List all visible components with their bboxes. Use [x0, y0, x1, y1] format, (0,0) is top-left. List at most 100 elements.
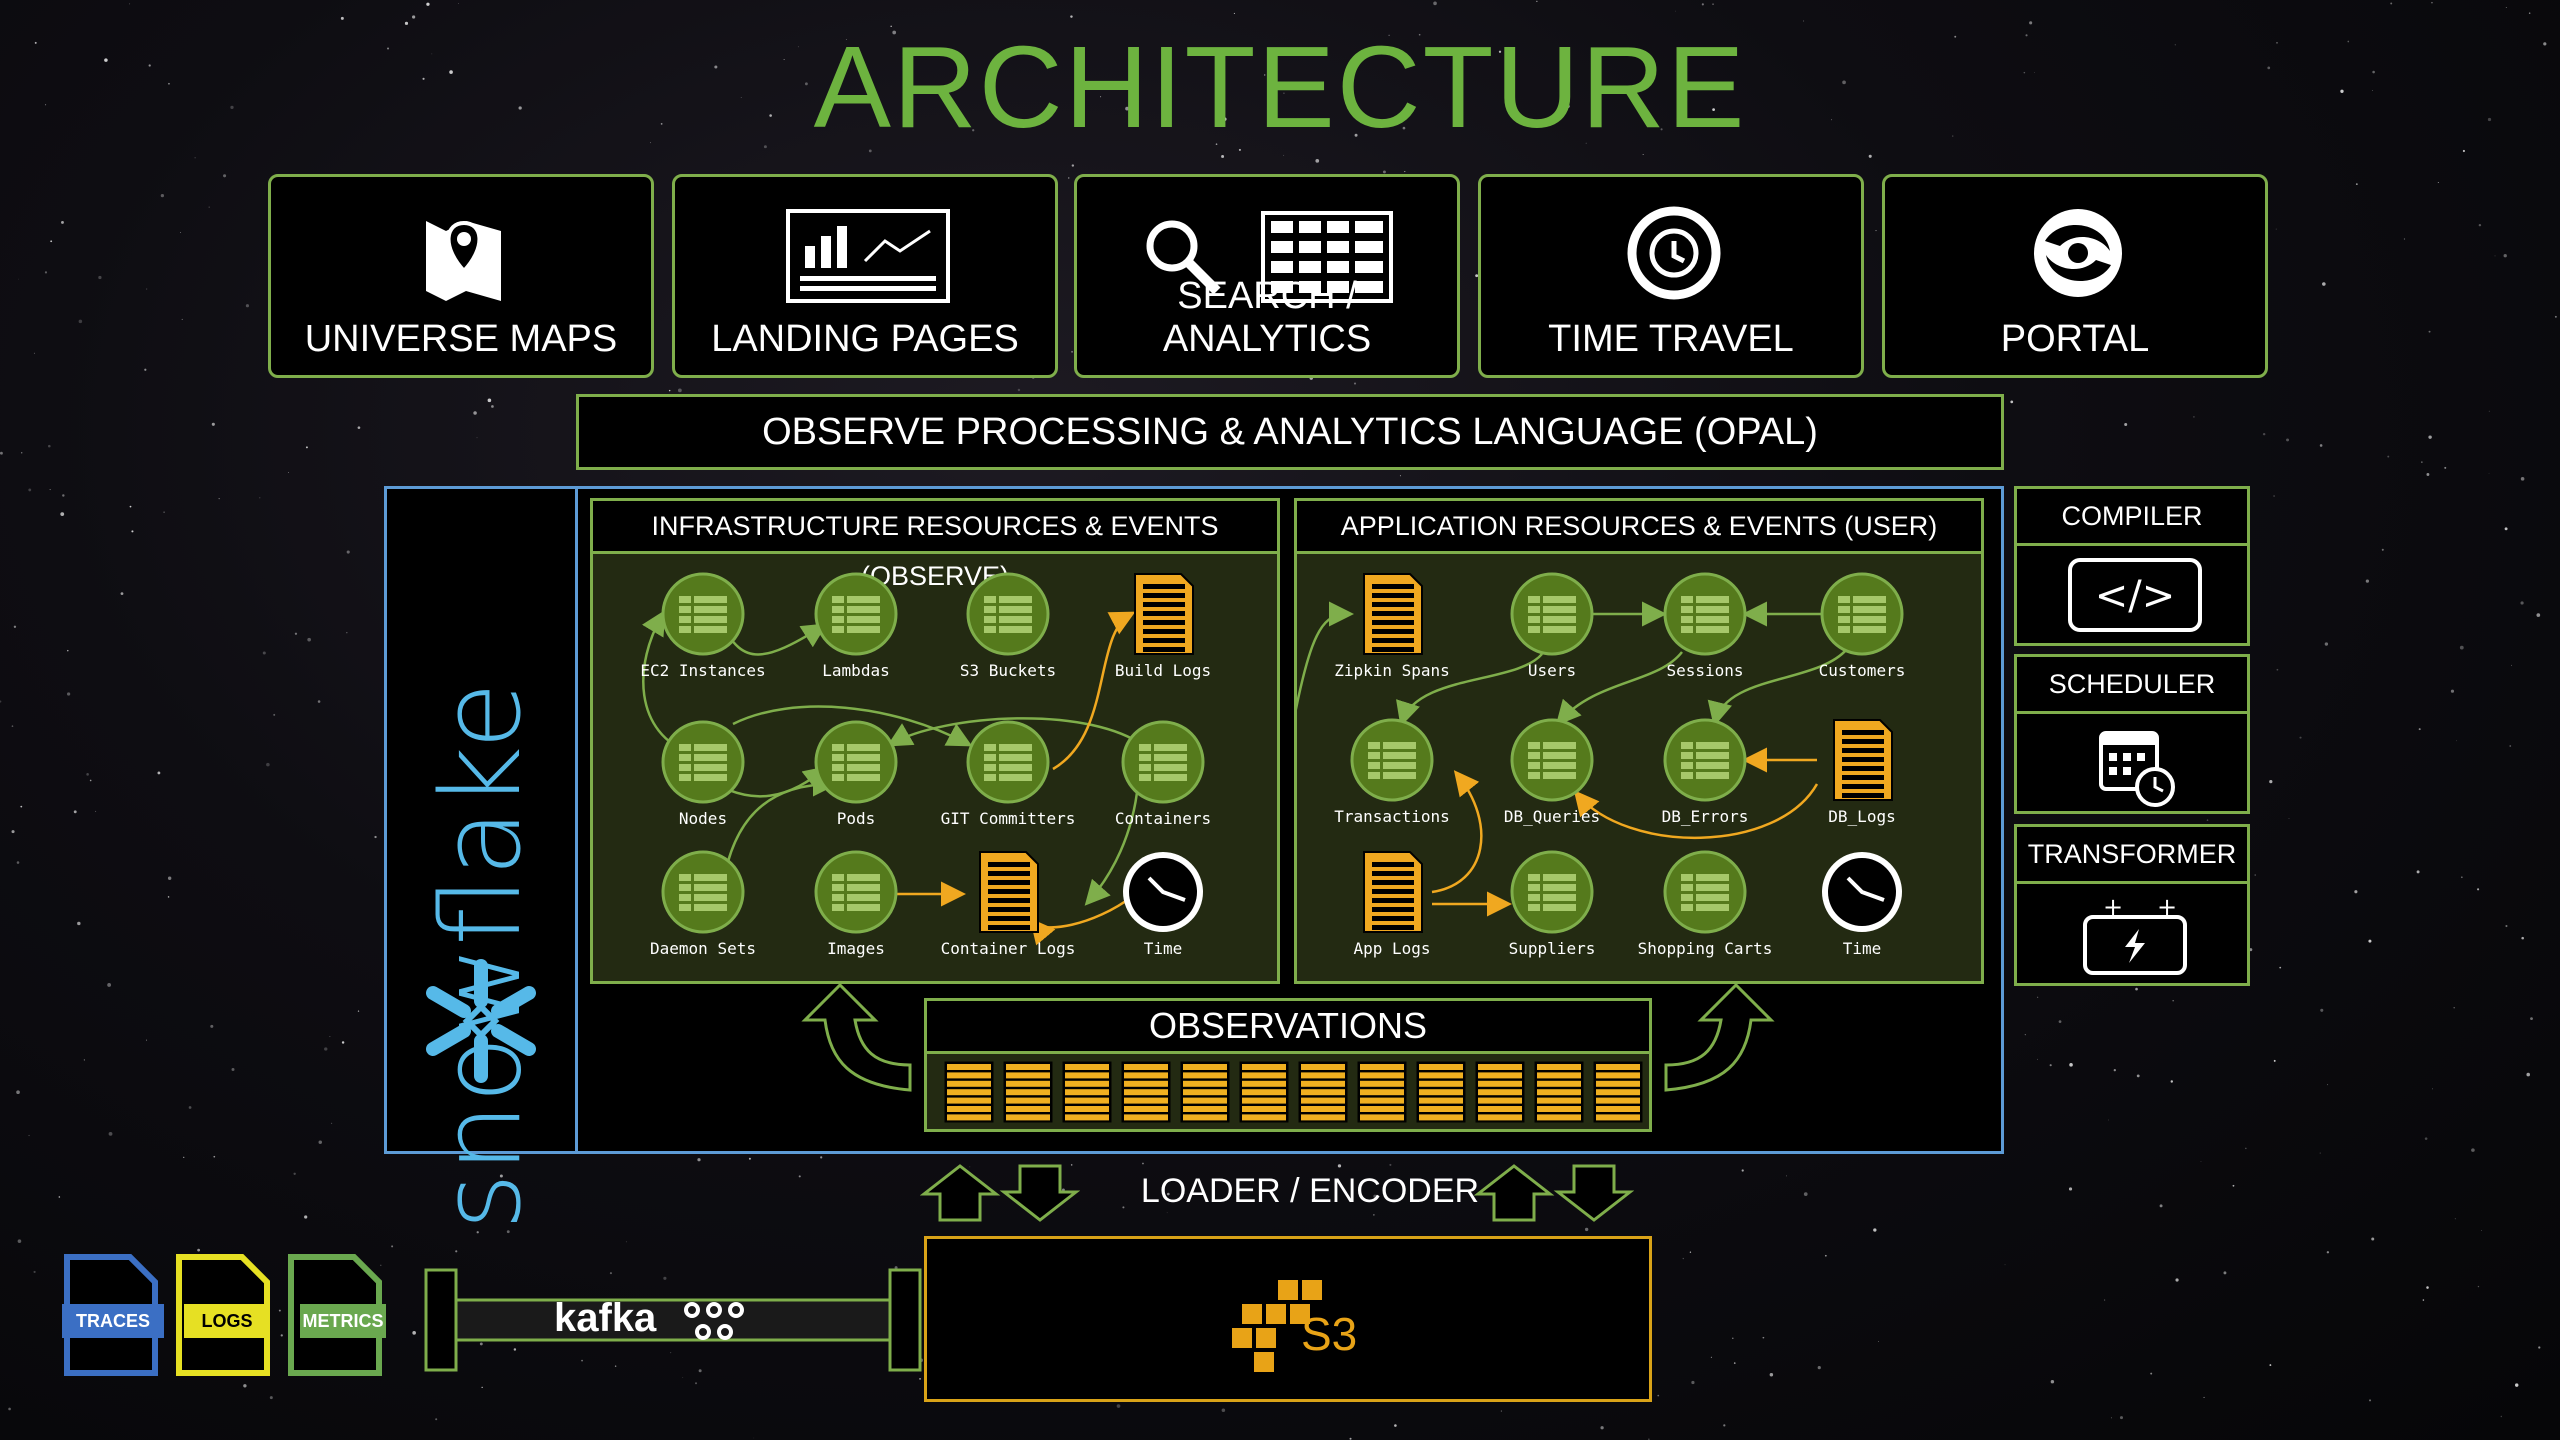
box-label: TIME TRAVEL: [1548, 318, 1794, 360]
edge-arrow: [1396, 653, 1543, 727]
scheduler-box[interactable]: SCHEDULER: [2014, 654, 2250, 814]
search-table-icon: [1146, 211, 1393, 303]
search-analytics-box[interactable]: SEARCH / ANALYTICS: [1074, 174, 1460, 378]
node-label: Nodes: [679, 809, 727, 828]
box-label: SEARCH / ANALYTICS: [1162, 275, 1372, 360]
history-clock-icon: [1627, 206, 1721, 300]
zipkin-spans-doc-icon: [1363, 573, 1423, 655]
suppliers-node: [1510, 850, 1594, 934]
db-logs-doc-icon: [1833, 719, 1893, 801]
observation-record-icon: [1298, 1061, 1348, 1123]
map-pin-icon: [426, 220, 501, 301]
node-label: Suppliers: [1509, 939, 1596, 958]
curved-arrow-left-icon: [801, 982, 912, 1092]
node-label: Daemon Sets: [650, 939, 756, 958]
transformer-label: TRANSFORMER: [2017, 827, 2247, 884]
observation-record-icon: [1003, 1061, 1053, 1123]
edge-arrow: [1573, 783, 1819, 839]
node-label: App Logs: [1353, 939, 1430, 958]
app-graph: Zipkin Spans Users Sessions CustomersTransa…: [1297, 572, 1906, 958]
box-label: PORTAL: [2000, 318, 2150, 360]
node-label: Customers: [1819, 661, 1906, 680]
time-travel-box[interactable]: TIME TRAVEL: [1478, 174, 1864, 378]
edge-arrow: [732, 705, 973, 747]
observation-record-icon: [1416, 1061, 1466, 1123]
observations-title: OBSERVATIONS: [927, 1001, 1649, 1054]
page-title: ARCHITECTURE: [813, 22, 1747, 152]
scheduler-label: SCHEDULER: [2017, 657, 2247, 714]
logs-file: LOGS: [176, 1254, 270, 1376]
node-label: DB_Logs: [1828, 807, 1895, 826]
observations-box: OBSERVATIONS: [924, 998, 1652, 1132]
app-logs-doc-icon: [1363, 851, 1423, 933]
app-panel: APPLICATION RESOURCES & EVENTS (USER) Zi…: [1294, 498, 1984, 984]
compiler-box[interactable]: COMPILER </>: [2014, 486, 2250, 646]
snowflake-icon: [426, 959, 536, 1083]
metrics-file: METRICS: [288, 1254, 386, 1376]
daemon-sets-node: [661, 850, 745, 934]
aws-s3-cubes-icon: [1230, 1278, 1324, 1374]
snowflake-sidebar: snowflake: [384, 486, 578, 1230]
node-label: Users: [1528, 661, 1576, 680]
node-label: Time: [1843, 939, 1882, 958]
observation-record-icon: [1534, 1061, 1584, 1123]
kafka-label: kafka: [554, 1296, 657, 1340]
loader-arrows-right-icon: [1474, 1164, 1634, 1222]
node-label: Containers: [1115, 809, 1211, 828]
portal-swirl-icon: [2034, 209, 2122, 297]
svg-text:+: +: [2103, 897, 2123, 921]
observation-record-icon: [1475, 1061, 1525, 1123]
observations-records: [944, 1061, 1643, 1123]
logs-label: LOGS: [184, 1304, 270, 1338]
images-node: [814, 850, 898, 934]
nodes-node: [661, 720, 745, 804]
containers-node: [1121, 720, 1205, 804]
svg-text:</>: </>: [2095, 573, 2176, 619]
container-logs-doc-icon: [979, 851, 1039, 933]
edge-arrow: [886, 717, 1149, 750]
node-label: S3 Buckets: [960, 661, 1056, 680]
edge-arrow: [1052, 611, 1136, 771]
node-label: EC2 Instances: [640, 661, 765, 680]
box-label: LANDING PAGES: [711, 318, 1019, 360]
edge-arrow: [1707, 648, 1848, 727]
node-label: GIT Committers: [941, 809, 1076, 828]
kafka-logo-icon: [684, 1302, 744, 1340]
edge-arrow: [1555, 651, 1683, 726]
s3-box: S3: [924, 1236, 1652, 1402]
node-label: Shopping Carts: [1638, 939, 1773, 958]
observation-record-icon: [1180, 1061, 1230, 1123]
edge-arrow: [721, 771, 838, 885]
portal-box[interactable]: PORTAL: [1882, 174, 2268, 378]
app-panel-title: APPLICATION RESOURCES & EVENTS (USER): [1297, 501, 1981, 554]
observation-record-icon: [1239, 1061, 1289, 1123]
node-label: DB_Errors: [1662, 807, 1749, 826]
loader-arrows-left-icon: [920, 1164, 1080, 1222]
universe-maps-box[interactable]: UNIVERSE MAPS: [268, 174, 654, 378]
time-clock-icon: [1123, 852, 1203, 932]
edge-arrow: [1431, 770, 1483, 894]
pods-node: [814, 720, 898, 804]
svg-text:+: +: [2157, 897, 2177, 921]
node-label: Transactions: [1334, 807, 1450, 826]
box-label: UNIVERSE MAPS: [304, 318, 618, 360]
battery-icon: + +: [2083, 897, 2187, 975]
traces-file: TRACES: [62, 1254, 164, 1376]
infra-panel-title: INFRASTRUCTURE RESOURCES & EVENTS (OBSER…: [593, 501, 1277, 591]
node-label: Pods: [837, 809, 876, 828]
node-label: Container Logs: [941, 939, 1076, 958]
calendar-clock-icon: [2099, 731, 2175, 807]
git-committers-node: [966, 720, 1050, 804]
node-label: Sessions: [1666, 661, 1743, 680]
landing-pages-box[interactable]: LANDING PAGES: [672, 174, 1058, 378]
shopping-carts-node: [1663, 850, 1747, 934]
observation-record-icon: [1593, 1061, 1643, 1123]
curved-arrow-right-icon: [1664, 982, 1775, 1092]
code-icon: </>: [2068, 558, 2202, 632]
sessions-node: [1663, 572, 1747, 656]
s3-buckets-node: [966, 572, 1050, 656]
node-label: Time: [1144, 939, 1183, 958]
transformer-box[interactable]: TRANSFORMER + +: [2014, 824, 2250, 986]
node-label: Zipkin Spans: [1334, 661, 1450, 680]
